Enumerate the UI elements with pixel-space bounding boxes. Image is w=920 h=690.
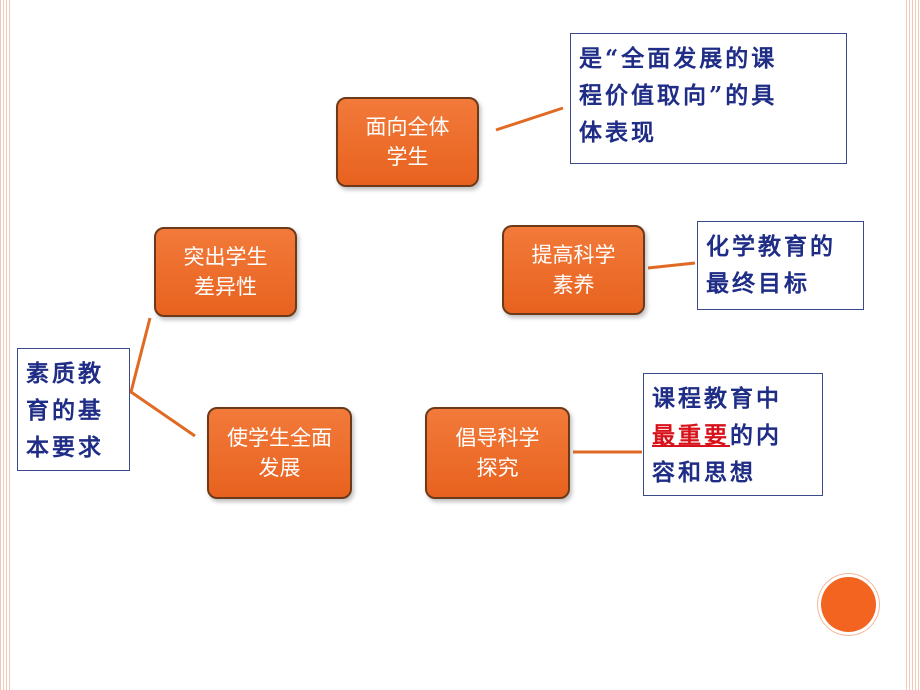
node-improve-scientific-literacy: 提高科学 素养	[502, 225, 645, 315]
core-text-after: 的内 容和思想	[652, 422, 782, 486]
node-advocate-inquiry: 倡导科学 探究	[425, 407, 570, 499]
note-ultimate-goal: 化学教育的 最终目标	[697, 221, 864, 310]
bracket-connector	[129, 317, 196, 438]
connector-whole-to-value	[495, 106, 564, 132]
note-basic-requirement: 素质教 育的基 本要求	[17, 348, 130, 471]
orange-circle-decoration	[821, 577, 876, 632]
node-face-all-students: 面向全体 学生	[336, 97, 479, 187]
note-core-content: 课程教育中 最重要的内 容和思想	[643, 373, 823, 496]
core-text-before: 课程教育中	[652, 385, 782, 412]
note-curriculum-value: 是“全面发展的课 程价值取向”的具 体表现	[570, 33, 847, 164]
connector-literacy-to-goal	[647, 261, 696, 270]
node-highlight-differences: 突出学生 差异性	[154, 227, 297, 317]
core-emphasis-text: 最重要	[652, 422, 730, 449]
left-border-stripes	[0, 0, 11, 690]
node-all-round-development: 使学生全面 发展	[207, 407, 352, 499]
right-border-stripes	[906, 0, 920, 690]
